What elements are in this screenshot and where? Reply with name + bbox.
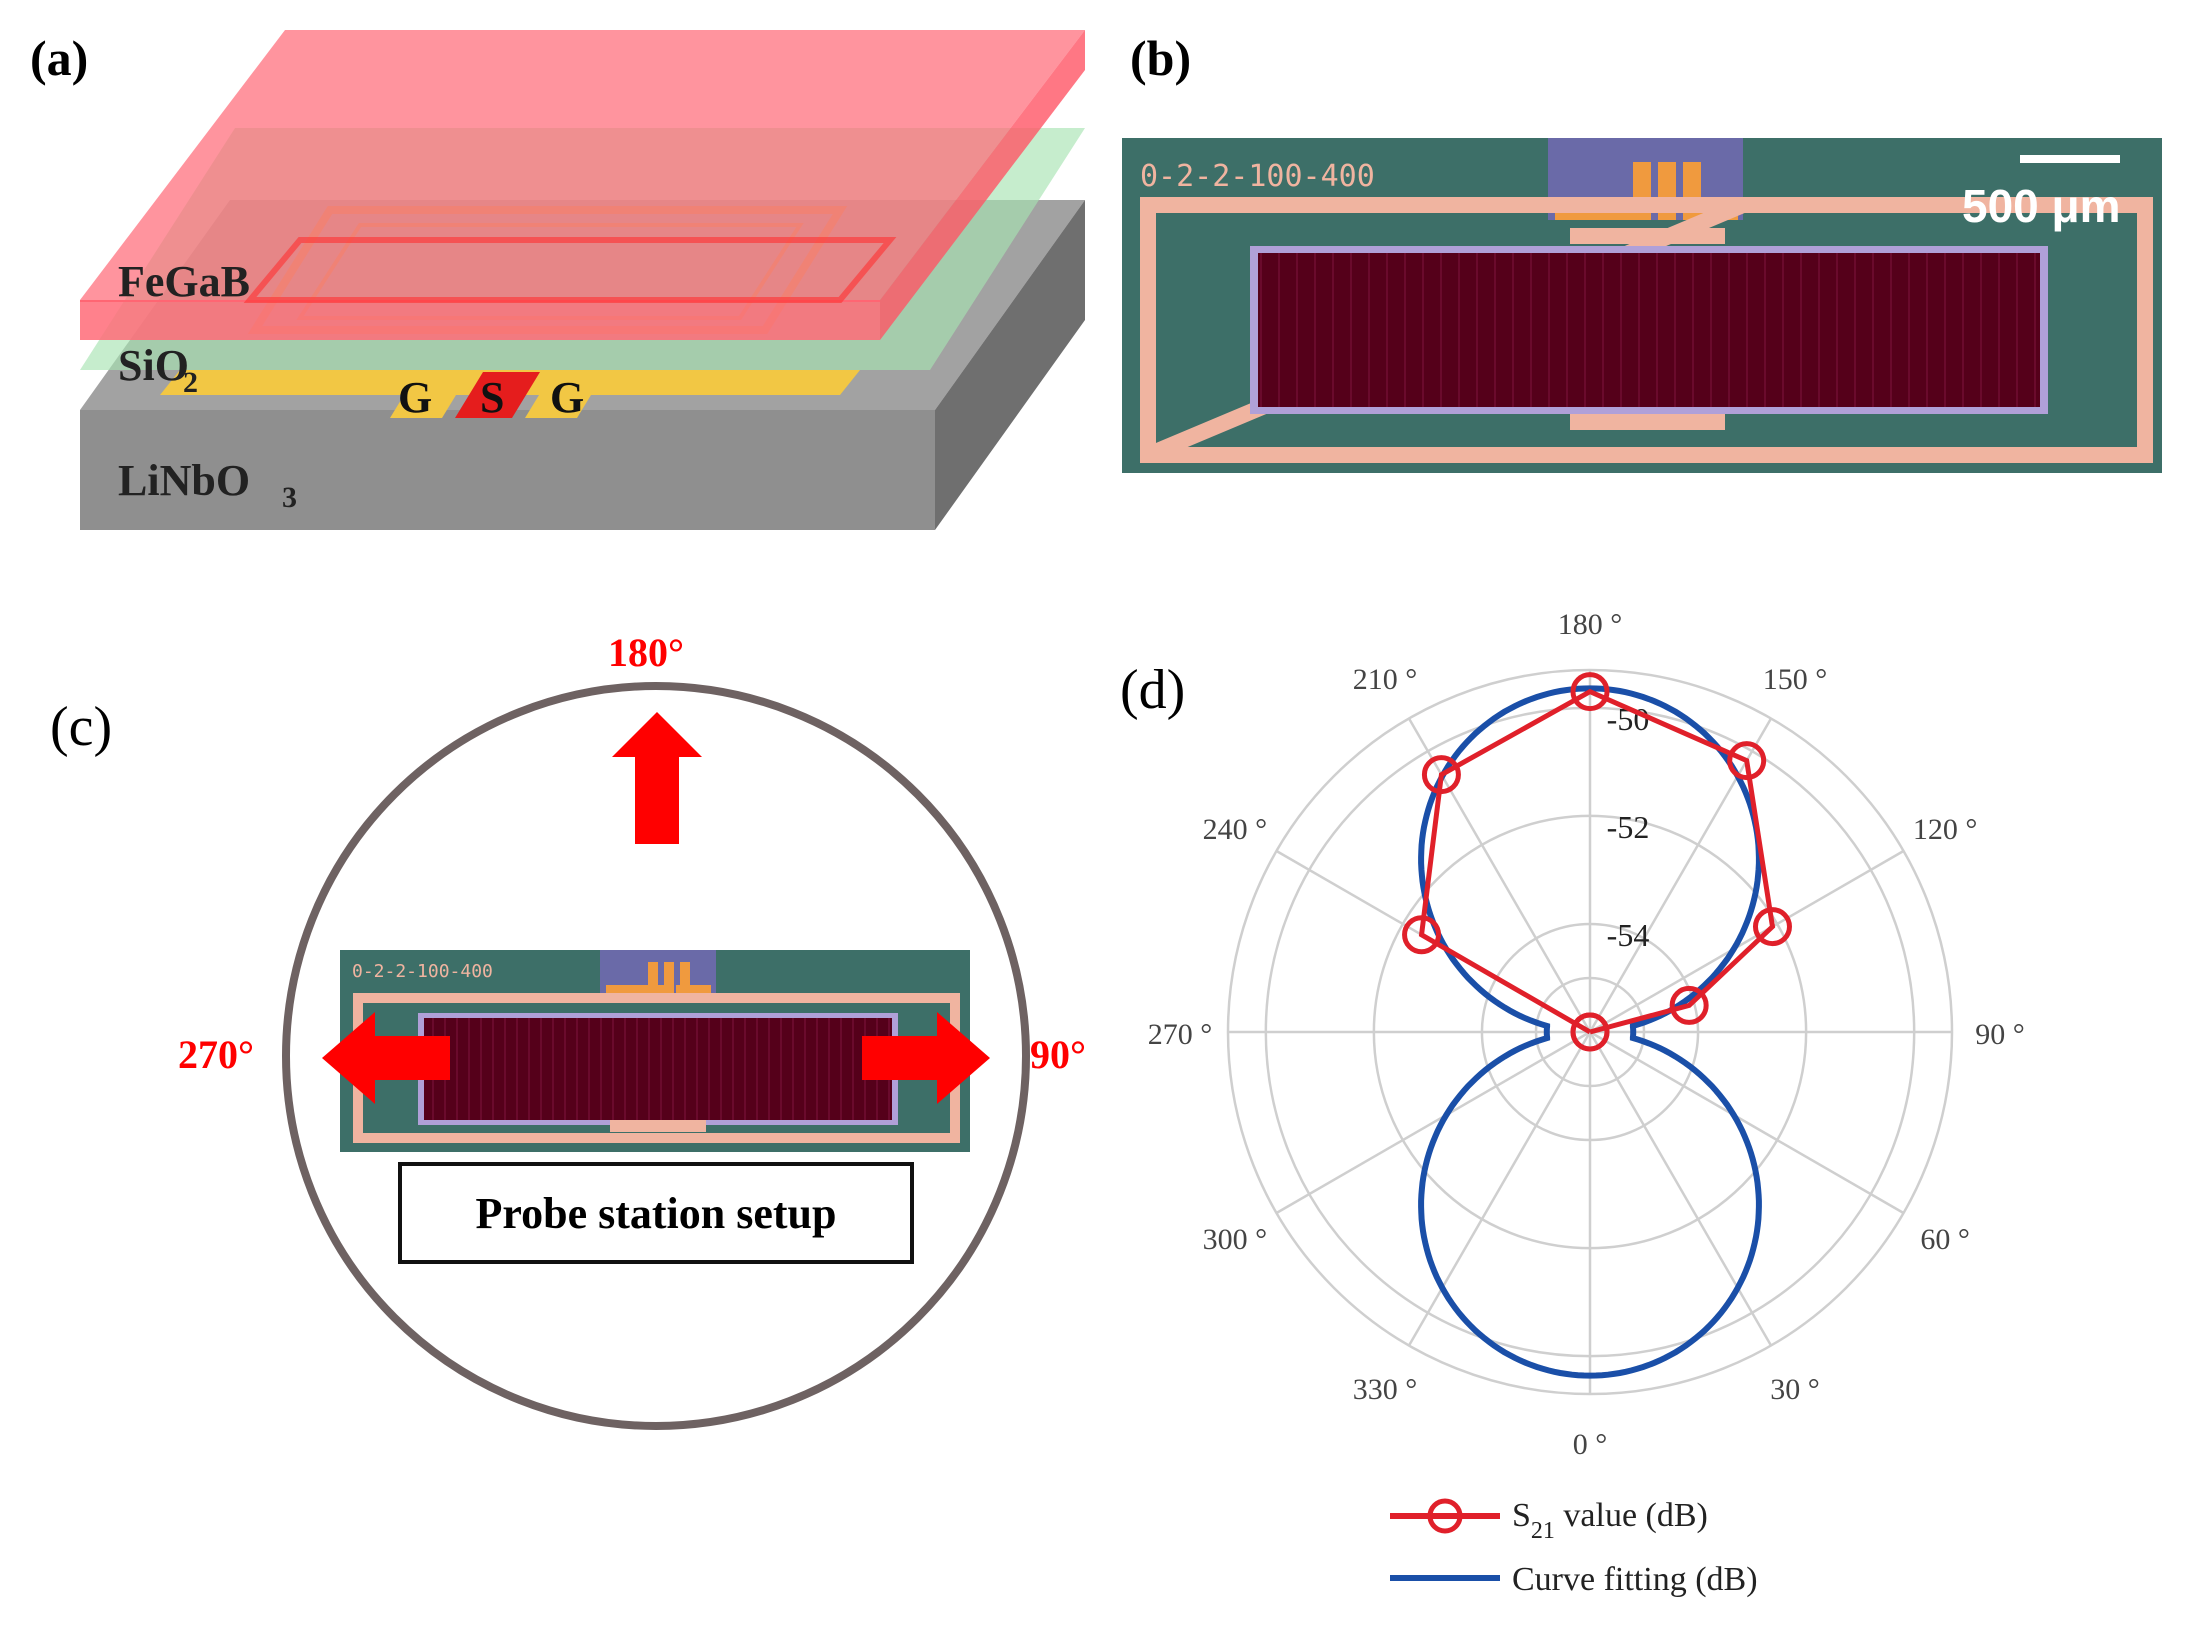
substrate-side-face: [935, 200, 1085, 530]
panel-b-label: (b): [1130, 30, 1191, 86]
chart-legend: S21 value (dB) Curve fitting (dB): [1390, 1497, 1758, 1598]
arrow-right: [862, 1012, 990, 1104]
electrode-g-left-label: G: [398, 373, 432, 422]
arrow-left: [322, 1012, 450, 1104]
electrode-g-right-label: G: [550, 373, 584, 422]
measured-point: [1421, 755, 1461, 795]
legend-fit-label: Curve fitting (dB): [1512, 1561, 1758, 1598]
panel-d: (d) 0 ° 30 ° 60 ° 90 ° 120 ° 150 ° 180 ° 210 ° 2…: [1120, 608, 2025, 1598]
device-code: 0-2-2-100-400: [1140, 159, 1375, 194]
sio2-label: SiO 2: [118, 341, 198, 399]
polar-angle-label: 150 °: [1763, 663, 1828, 696]
panel-d-label: (d): [1120, 659, 1185, 721]
angle-label-90: 90°: [1030, 1032, 1086, 1077]
polar-angle-label: 0 °: [1573, 1428, 1608, 1461]
polar-spoke: [1407, 717, 1592, 1033]
polar-angle-label: 270 °: [1148, 1018, 1213, 1051]
polar-angle-label: 60 °: [1920, 1223, 1970, 1256]
scale-bar-label: 500 μm: [1962, 180, 2121, 232]
electrode-s-label: S: [480, 373, 504, 422]
measured-point: [1752, 907, 1792, 947]
panel-a-label: (a): [30, 30, 88, 86]
measured-point: [1727, 741, 1767, 781]
fegab-label: FeGaB: [118, 257, 250, 306]
polar-spoke: [1589, 849, 1905, 1034]
polar-spoke: [1589, 1030, 1905, 1215]
svg-text:SiO: SiO: [118, 341, 189, 390]
svg-text:LiNbO: LiNbO: [118, 456, 250, 505]
polar-angle-label: 330 °: [1353, 1373, 1418, 1406]
probe-station-caption-box: [398, 1162, 914, 1264]
fit-curve: [1418, 685, 1762, 1379]
svg-text:2: 2: [183, 366, 198, 399]
measured-point: [1570, 672, 1610, 712]
polar-angle-label: 210 °: [1353, 663, 1418, 696]
angle-label-180: 180°: [608, 630, 684, 675]
scale-bar: [2020, 155, 2120, 163]
polar-spoke: [1407, 1031, 1592, 1347]
arrow-up: [612, 712, 702, 844]
angle-label-270: 270°: [178, 1032, 254, 1077]
signal-pad: [455, 372, 540, 418]
fegab-layer: [80, 30, 1085, 340]
ground-pad-left: [390, 372, 470, 418]
polar-radial-tick: -54: [1607, 917, 1650, 953]
polar-radial-tick: -52: [1607, 809, 1650, 845]
gsg-electrodes: [160, 370, 860, 418]
polar-spoke: [1275, 1030, 1591, 1215]
svg-text:3: 3: [282, 481, 297, 514]
polar-angle-label: 90 °: [1975, 1018, 2025, 1051]
idt-region: [1258, 253, 2040, 407]
panel-c: (c) 180° 270° 90° 0-2-2-100-400: [50, 630, 1086, 1430]
polar-spoke: [1588, 717, 1773, 1033]
ground-pad-right: [525, 372, 605, 418]
measured-point: [1570, 1012, 1610, 1052]
linbo3-label: LiNbO 3: [118, 456, 297, 514]
measured-point: [1669, 985, 1709, 1025]
polar-spoke: [1588, 1031, 1773, 1347]
substrate-front-face: [80, 410, 935, 530]
legend-measured-marker: [1427, 1498, 1463, 1534]
polar-chart: 0 ° 30 ° 60 ° 90 ° 120 ° 150 ° 180 ° 210 ° 240 °…: [1148, 608, 2025, 1461]
polar-angle-label: 240 °: [1203, 813, 1268, 846]
polar-angle-label: 180 °: [1558, 608, 1623, 641]
panel-c-label: (c): [50, 696, 112, 758]
panel-b: (b) 0-2-2-100-400 500 μm: [1122, 30, 2162, 473]
polar-angle-label: 120 °: [1913, 813, 1978, 846]
probe-station-caption: Probe station setup: [476, 1189, 837, 1238]
panel-a: (a): [30, 30, 1085, 530]
legend-measured-label: S21 value (dB): [1512, 1497, 1708, 1544]
polar-angle-label: 30 °: [1770, 1373, 1820, 1406]
device-code-c: 0-2-2-100-400: [352, 961, 493, 982]
probe-station-circle: [282, 682, 1030, 1430]
polar-angle-label: 300 °: [1203, 1223, 1268, 1256]
measured-point: [1402, 915, 1442, 955]
